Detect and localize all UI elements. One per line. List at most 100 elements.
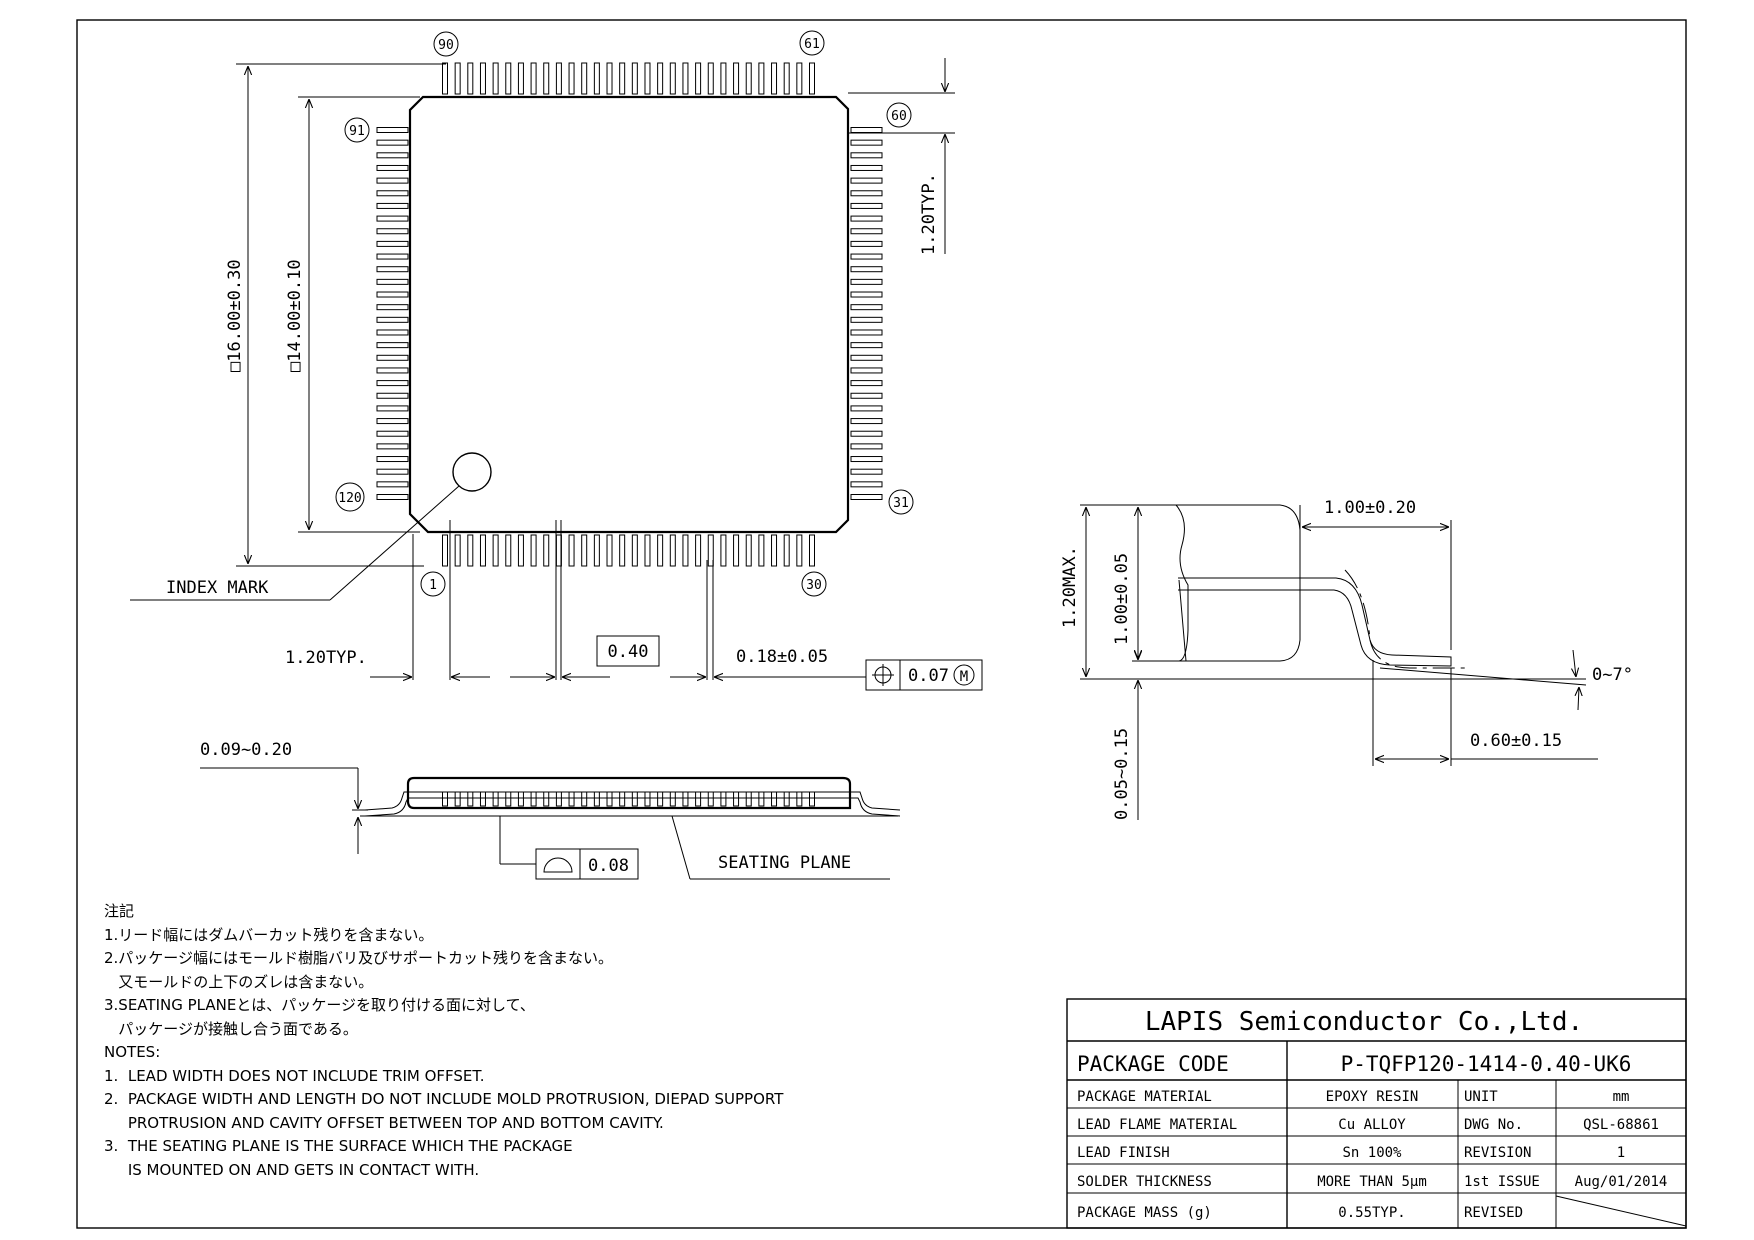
lead (517, 534, 524, 567)
note-line: 又モールドの上下のズレは含まない。 (104, 972, 374, 991)
row-value2: QSL-68861 (1583, 1117, 1659, 1133)
lead (530, 534, 537, 567)
lead (682, 62, 689, 95)
lead (783, 534, 790, 567)
lead (796, 791, 803, 807)
lead (555, 62, 562, 95)
svg-text:60: 60 (891, 109, 907, 124)
svg-text:0.08: 0.08 (588, 856, 629, 876)
side-leads (442, 791, 815, 807)
row-label: PACKAGE MATERIAL (1077, 1089, 1212, 1105)
note-line: 3.SEATING PLANEとは、パッケージを取り付ける面に対して、 (104, 996, 535, 1014)
pin-number-30: 30 (801, 571, 827, 597)
lead (850, 481, 883, 488)
lead (809, 534, 815, 567)
lead (850, 240, 883, 247)
row-label: PACKAGE MASS (g) (1077, 1205, 1212, 1221)
lead (657, 791, 664, 807)
dim-foot-length: 0.60±0.15 (1470, 731, 1562, 751)
lead (850, 468, 883, 475)
svg-text:91: 91 (349, 124, 365, 139)
lead (850, 316, 883, 323)
lead (850, 215, 883, 222)
lead (758, 534, 765, 567)
lead (850, 139, 883, 146)
row-label2: 1st ISSUE (1464, 1174, 1540, 1190)
left-leads (376, 127, 409, 500)
lead (657, 534, 664, 567)
lead (492, 62, 499, 95)
lead (771, 534, 778, 567)
lead (745, 62, 752, 95)
note-line: NOTES: (104, 1043, 161, 1061)
note-line: 2. PACKAGE WIDTH AND LENGTH DO NOT INCLU… (104, 1090, 784, 1108)
lead (758, 791, 765, 807)
row-value: Cu ALLOY (1338, 1117, 1406, 1133)
lead (376, 152, 409, 159)
lead (581, 791, 588, 807)
pin-number-91: 91 (344, 117, 370, 143)
svg-text:M: M (960, 669, 968, 685)
lead (745, 534, 752, 567)
lead (733, 534, 740, 567)
lead (376, 392, 409, 399)
index-mark-circle (452, 452, 492, 492)
lead (376, 177, 409, 184)
lead (581, 534, 588, 567)
top-leads (442, 62, 815, 95)
lead (530, 791, 537, 807)
lead (376, 291, 409, 298)
lead (720, 534, 727, 567)
row-value: Sn 100% (1342, 1145, 1402, 1161)
lead (376, 342, 409, 349)
lead (695, 791, 702, 807)
lead (376, 443, 409, 450)
note-line: 注記 (104, 902, 135, 920)
note-line: パッケージが接触し合う面である。 (104, 1019, 358, 1038)
lead (606, 534, 613, 567)
lead (850, 127, 883, 133)
lead (376, 164, 409, 171)
package-code-label: PACKAGE CODE (1077, 1052, 1229, 1076)
lead (771, 791, 778, 807)
lead (376, 481, 409, 488)
lead (850, 354, 883, 361)
row-value2: 1 (1617, 1145, 1625, 1161)
dim-body-outer: □16.00±0.30 (225, 259, 245, 372)
lead (467, 791, 474, 807)
row-value2: Aug/01/2014 (1575, 1174, 1668, 1190)
dim-right-typ: 1.20TYP. (919, 173, 939, 255)
lead (568, 62, 575, 95)
lead (745, 791, 752, 807)
lead (376, 304, 409, 311)
lead (695, 62, 702, 95)
lead (850, 190, 883, 197)
bottom-leads (442, 534, 815, 567)
lead (783, 62, 790, 95)
seating-plane-label: SEATING PLANE (718, 853, 851, 873)
lead (376, 367, 409, 374)
lead (850, 278, 883, 285)
lead (631, 534, 638, 567)
side-view: 0.09~0.20 0.08 SEATING PLANE (200, 740, 901, 880)
position-tolerance-frame: 0.07 M (865, 659, 983, 691)
lead (809, 791, 815, 807)
row-value: EPOXY RESIN (1326, 1089, 1419, 1105)
row-label2: UNIT (1464, 1089, 1498, 1105)
lead (850, 418, 883, 425)
lead (707, 62, 714, 95)
row-label2: REVISION (1464, 1145, 1531, 1161)
dim-standoff: 0.05~0.15 (1112, 728, 1132, 820)
dim-lead-length: 1.00±0.20 (1324, 498, 1416, 518)
lead (733, 62, 740, 95)
lead (695, 534, 702, 567)
drawing-notes: 注記 1.リード幅にはダムバーカット残りを含まない。 2.パッケージ幅にはモール… (104, 900, 804, 1182)
lead (479, 534, 486, 567)
dim-standoff-range: 0.09~0.20 (200, 740, 292, 760)
lead (467, 534, 474, 567)
lead (850, 380, 883, 387)
lead (442, 62, 448, 95)
lead (593, 791, 600, 807)
company-name: LAPIS Semiconductor Co.,Ltd. (1145, 1007, 1583, 1037)
